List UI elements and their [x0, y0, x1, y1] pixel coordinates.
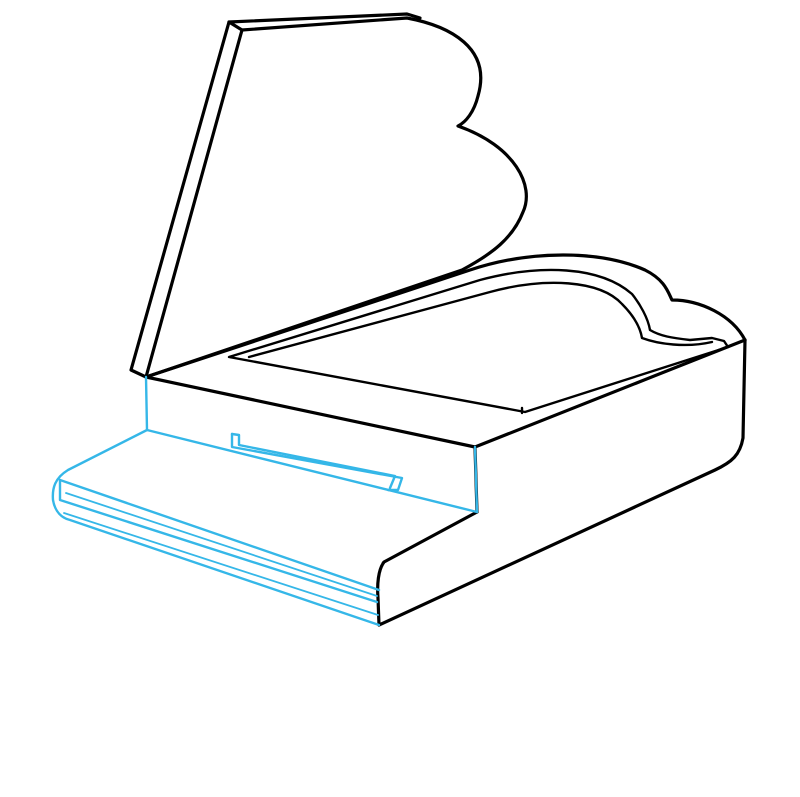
key-slip-inner-top: [58, 478, 381, 592]
piano-outline: [129, 12, 747, 627]
key-slip-bottom-edge: [63, 512, 379, 616]
body-right-top-edge: [473, 338, 747, 449]
body-top-rim: [144, 253, 747, 379]
body-front-top-edge: [144, 375, 477, 449]
fallboard-bracket: [230, 432, 404, 492]
inner-rim-thickness: [247, 281, 714, 359]
keybed-top-line: [145, 428, 479, 514]
fallboard-detail: [238, 444, 398, 478]
key-slip-rail: [58, 478, 379, 604]
front-left-vertical: [144, 375, 149, 432]
cheek-blue-edge: [473, 445, 479, 514]
keyboard-new-step: [51, 375, 479, 627]
inner-rim: [227, 268, 730, 414]
body-right-side: [377, 338, 747, 627]
keyboard-cheek: [376, 510, 479, 627]
key-slip-outer: [51, 428, 381, 627]
lid-panel: [144, 16, 528, 379]
lid-edge: [129, 20, 244, 379]
key-slip-rail-inner: [65, 492, 378, 597]
lid-top-edge: [227, 12, 422, 24]
